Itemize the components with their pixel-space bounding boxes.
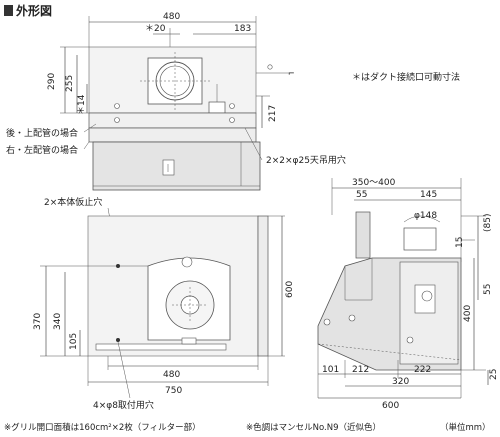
label-rear-top-piping: 後・上配管の場合: [6, 127, 78, 139]
dim-side-212: 212: [352, 365, 369, 375]
dim-side-600: 600: [382, 401, 399, 411]
dim-top-480: 480: [163, 12, 180, 22]
dim-side-101: 101: [322, 365, 339, 375]
dim-top-255: 255: [65, 75, 75, 92]
dim-side-55: 55: [356, 190, 367, 200]
label-temp-stop-holes: 2×本体仮止穴: [44, 196, 102, 208]
dim-top-20: ＊20: [145, 24, 166, 34]
page-title: 外形図: [16, 3, 52, 18]
front-view: 2×本体仮止穴 370 340 105 600: [33, 196, 295, 411]
dim-side-350-400: 350～400: [352, 178, 396, 188]
dim-side-phi148: φ148: [414, 211, 437, 221]
dim-side-400: 400: [463, 305, 473, 322]
switch-icon: [162, 159, 175, 176]
dim-side-320: 320: [392, 377, 409, 387]
dim-side-85: (85): [483, 214, 493, 232]
dim-top-290: 290: [47, 73, 57, 90]
dim-front-370: 370: [33, 313, 43, 330]
dim-top-14: ＊14: [77, 94, 87, 115]
dim-front-480: 480: [163, 370, 180, 380]
dim-top-217: 217: [268, 105, 278, 122]
dim-side-145: 145: [420, 190, 437, 200]
front-panel-view: 2×2×φ25天吊用穴: [88, 127, 346, 191]
dim-front-105: 105: [69, 333, 79, 350]
plug-mark: ⌐: [288, 69, 295, 78]
label-right-left-piping: 右・左配管の場合: [6, 144, 78, 156]
dim-side-222: 222: [414, 365, 431, 375]
top-view: 480 ＊20 183 ⌐ 290 2: [47, 12, 295, 129]
dim-front-750: 750: [165, 386, 182, 396]
dim-top-183: 183: [234, 24, 251, 34]
footer-grille-note: ※グリル開口面積は160cm²×2枚（フィルター部）: [4, 422, 201, 433]
dim-side-55b: 55: [483, 284, 493, 295]
label-holes-25: 2×2×φ25天吊用穴: [266, 154, 346, 166]
footer-unit-note: （単位mm）: [440, 422, 491, 433]
duct-note: ＊はダクト接続口可動寸法: [352, 71, 460, 83]
dim-front-340: 340: [53, 313, 63, 330]
dim-side-15: 15: [455, 237, 465, 248]
title-marker: [4, 5, 13, 16]
side-view: 350～400 55 145 φ148 (85) 15 55 400 25: [317, 178, 499, 411]
dim-front-600: 600: [285, 281, 295, 298]
footer-color-note: ※色調はマンセルNo.N9（近似色）: [246, 422, 381, 433]
dim-side-25: 25: [489, 369, 499, 380]
label-mount-holes: 4×φ8取付用穴: [93, 399, 154, 411]
